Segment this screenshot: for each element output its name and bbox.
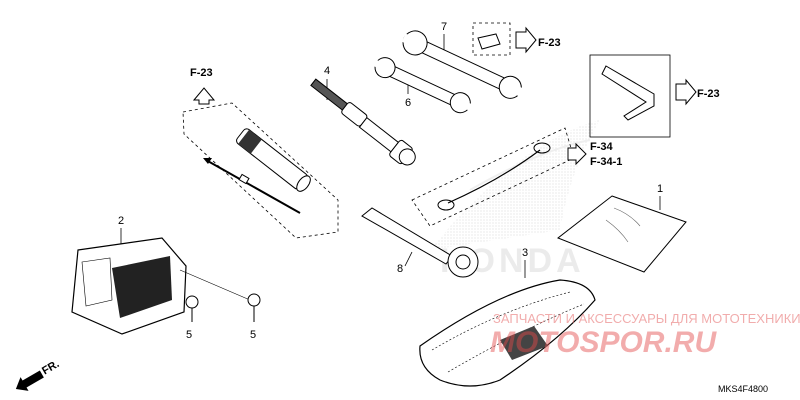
dashed-box bbox=[472, 22, 511, 56]
front-arrow-icon bbox=[15, 370, 44, 391]
right-arrow-icon bbox=[515, 26, 537, 54]
watermark-logo: MOTOSPOR.RU bbox=[490, 326, 717, 359]
callout-2: 2 bbox=[118, 215, 124, 227]
clip-part-group: F-23 bbox=[472, 22, 561, 56]
callout-5-right: 5 bbox=[250, 329, 256, 341]
right-arrow-icon bbox=[567, 142, 587, 166]
reference-f23-right-label: F-23 bbox=[697, 88, 720, 100]
double-wrench-large: 7 bbox=[401, 21, 526, 99]
reference-f34-label: F-34 bbox=[590, 141, 614, 153]
clip-part bbox=[477, 33, 501, 50]
socket-wrench: 4 bbox=[310, 65, 416, 166]
screwdriver-bit bbox=[203, 158, 301, 214]
diagram-code: MKS4F4800 bbox=[718, 384, 768, 394]
watermark-shop-text: ЗАПЧАСТИ И АКСЕССУАРЫ ДЛЯ МОТОТЕХНИКИ bbox=[493, 311, 800, 326]
screwdriver-group bbox=[182, 102, 339, 239]
hex-key-box bbox=[589, 54, 671, 138]
front-direction: FR. bbox=[15, 358, 61, 391]
screw-left: 5 bbox=[185, 295, 199, 341]
callout-3: 3 bbox=[522, 247, 528, 259]
cable bbox=[447, 149, 541, 204]
callout-5-left: 5 bbox=[186, 329, 192, 341]
watermark-wing bbox=[430, 120, 600, 250]
dashed-outline bbox=[182, 102, 339, 239]
callout-6: 6 bbox=[405, 97, 411, 109]
callout-1: 1 bbox=[657, 183, 663, 195]
screwdriver-handle bbox=[236, 128, 311, 192]
callout-4: 4 bbox=[324, 65, 330, 77]
bag-label-patch bbox=[500, 326, 548, 360]
reference-f23-top-label: F-23 bbox=[538, 37, 561, 49]
owner-manual: 1 bbox=[557, 183, 687, 273]
hex-key bbox=[601, 65, 655, 121]
reference-f23-left: F-23 bbox=[190, 67, 216, 105]
right-arrow-icon bbox=[675, 78, 697, 106]
cable-strap-group: F-34 F-34-1 bbox=[411, 127, 622, 227]
hex-key-group: F-23 bbox=[589, 54, 720, 138]
screw-right: 5 bbox=[247, 293, 261, 341]
double-wrench-small: 6 bbox=[373, 57, 474, 114]
up-arrow-icon bbox=[192, 87, 216, 105]
spanner-wrench: 8 bbox=[361, 207, 479, 278]
reference-f23-left-label: F-23 bbox=[190, 67, 213, 79]
callout-7: 7 bbox=[441, 21, 447, 33]
callout-8: 8 bbox=[397, 263, 403, 275]
reference-f341-label: F-34-1 bbox=[590, 156, 622, 168]
front-direction-label: FR. bbox=[40, 358, 61, 377]
side-cover: 2 bbox=[71, 215, 251, 335]
tool-bag: 3 bbox=[419, 247, 596, 387]
